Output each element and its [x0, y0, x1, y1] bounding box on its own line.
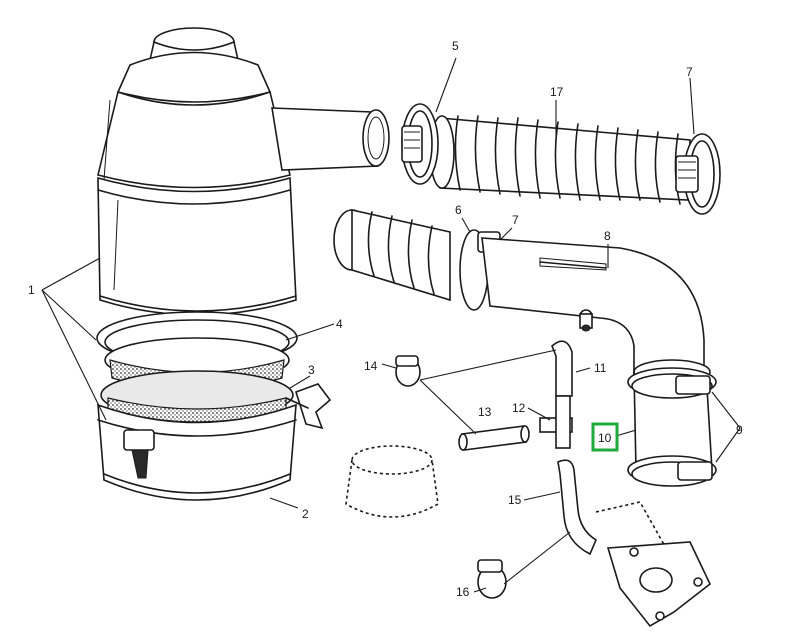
callout-labels: 1 2 3 4 5 6 7 7 8 9 10 11 12 13 14 15 16… [28, 39, 743, 599]
callout-5: 5 [452, 39, 459, 53]
leader-lines [41, 57, 741, 593]
hose-clamps-9 [627, 367, 717, 487]
hose-clamp-5 [401, 103, 439, 185]
filter-element [96, 311, 298, 423]
callout-6: 6 [455, 203, 462, 217]
t-piece-12 [539, 395, 573, 449]
tube-13 [458, 425, 530, 451]
callout-11: 11 [594, 361, 607, 375]
callout-10: 10 [598, 431, 612, 445]
breather-hose-11 [551, 340, 573, 397]
callout-15: 15 [508, 493, 522, 507]
callout-13: 13 [478, 405, 492, 419]
bellows-hose [429, 115, 691, 205]
oil-bath-bowl [97, 383, 332, 501]
callout-9: 9 [736, 423, 743, 437]
callout-2: 2 [302, 507, 309, 521]
clip-14 [395, 355, 421, 387]
mounting-flange [595, 501, 711, 628]
air-cleaner-body [97, 27, 390, 316]
callout-8: 8 [604, 229, 611, 243]
callout-1: 1 [28, 283, 35, 297]
phantom-cap [345, 445, 439, 518]
elbow-duct [481, 237, 705, 375]
callout-7b: 7 [512, 213, 519, 227]
hose-clamp-7-top [675, 133, 721, 215]
short-bellows [333, 209, 451, 302]
callout-16: 16 [456, 585, 470, 599]
callout-14: 14 [364, 359, 378, 373]
callout-4: 4 [336, 317, 343, 331]
callout-7a: 7 [686, 65, 693, 79]
callout-17: 17 [550, 85, 564, 99]
hose-15 [557, 459, 598, 556]
callout-3: 3 [308, 363, 315, 377]
clip-16 [477, 559, 507, 599]
callout-12: 12 [512, 401, 526, 415]
highlight-box [591, 422, 619, 452]
